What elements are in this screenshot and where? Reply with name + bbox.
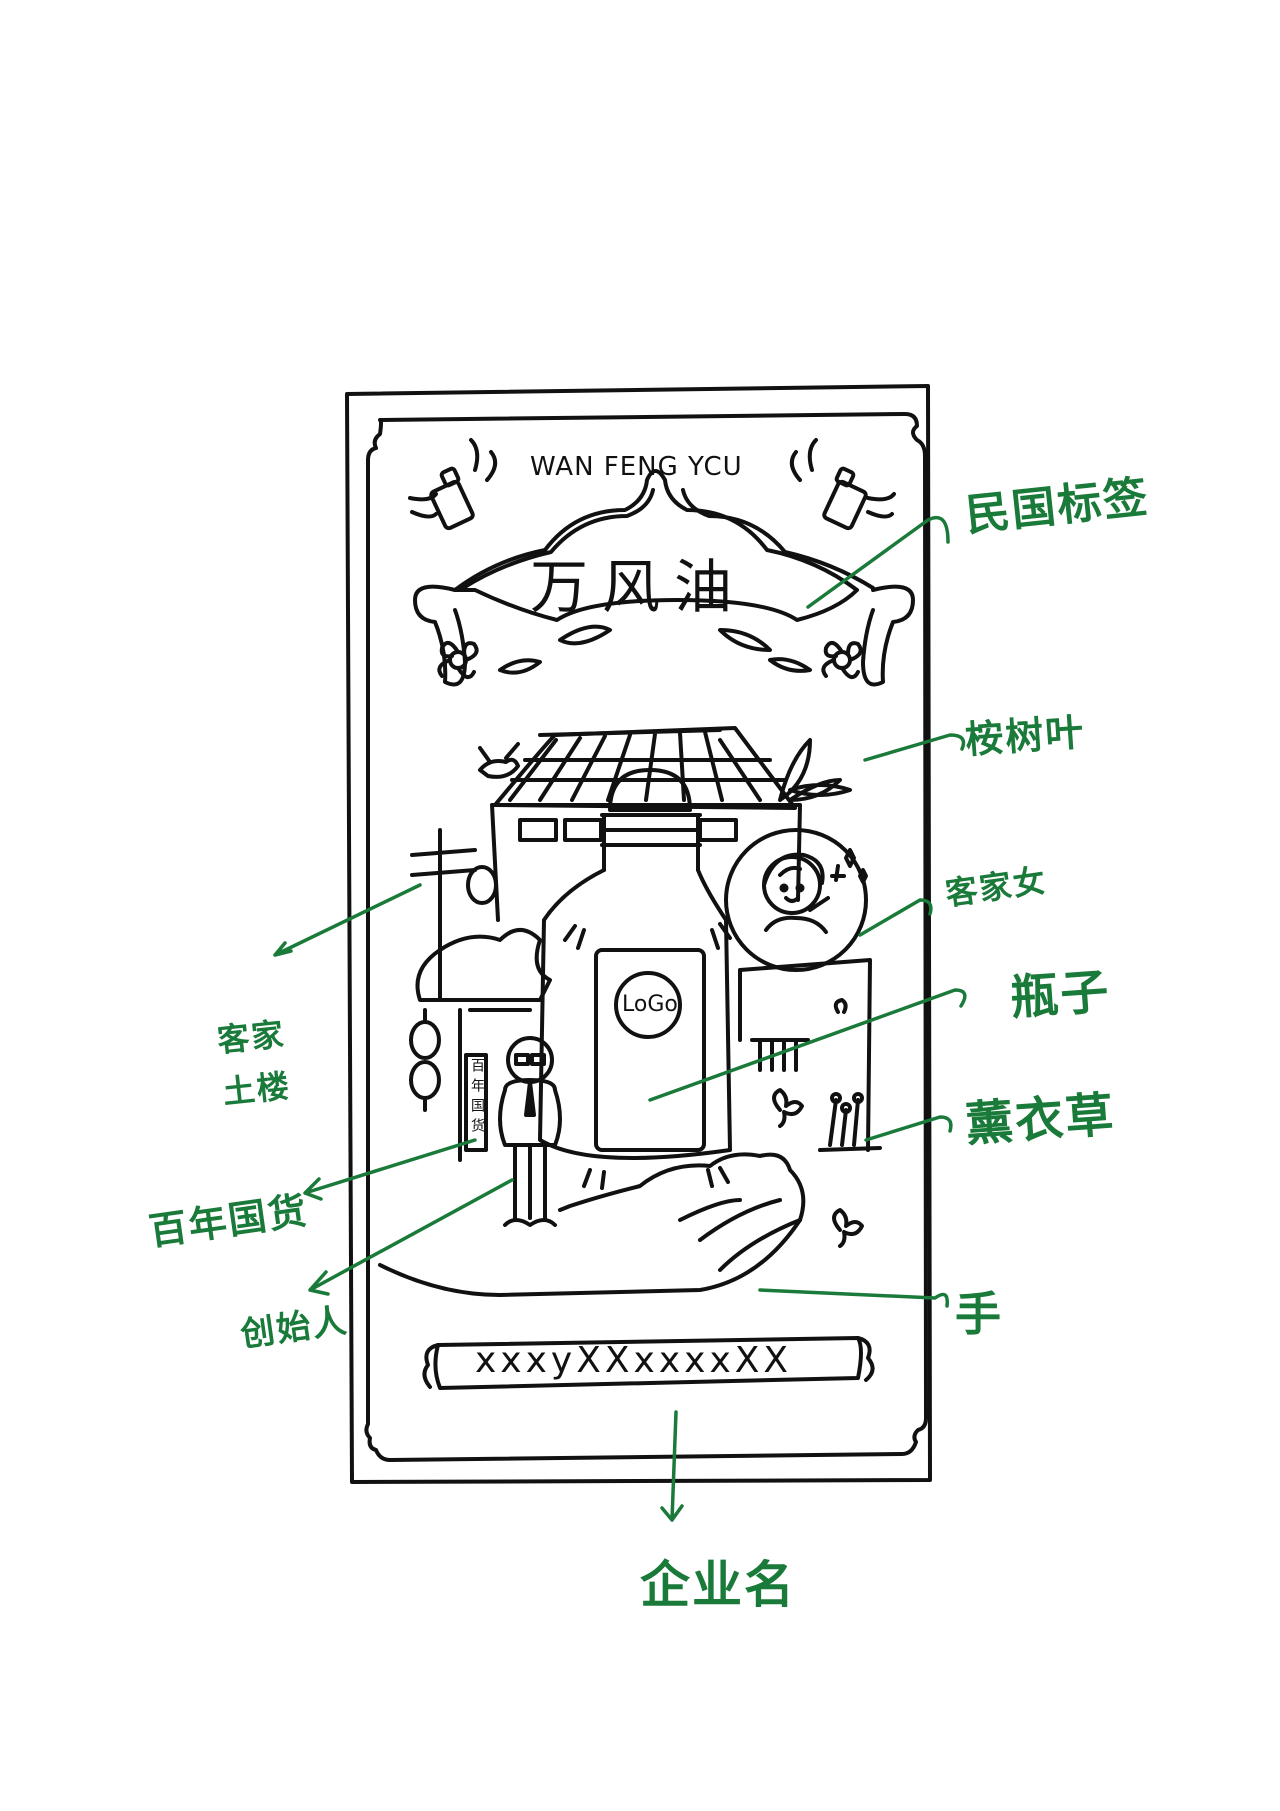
dove-icon	[478, 742, 520, 779]
century-brand-sign	[464, 1053, 488, 1152]
bottle-label	[594, 948, 706, 1152]
bottle-body	[538, 868, 732, 1160]
title-banner	[453, 469, 859, 622]
century-brand-sign-text: 百年国货	[469, 1058, 485, 1138]
small-bottle-right-icon	[789, 438, 896, 531]
tulou-wall	[490, 803, 802, 922]
small-bottle-left-icon	[408, 438, 498, 531]
annotation-arrows	[273, 515, 967, 1522]
eucalyptus-leaf-icon	[778, 738, 852, 802]
annotation-hand: 手	[955, 1287, 1003, 1341]
outer-frame	[345, 384, 932, 1484]
founder-figure	[498, 1036, 562, 1227]
lavender-icon	[818, 1098, 882, 1152]
annotation-bottle: 瓶子	[1008, 963, 1113, 1027]
title-pinyin: WAN FENG YCU	[530, 452, 743, 482]
bottle-logo-circle	[614, 971, 682, 1039]
hand-shape	[378, 1152, 806, 1297]
annotation-eucalyptus-leaf: 桉树叶	[963, 709, 1087, 763]
title-chinese: 万风油	[530, 553, 747, 621]
bottle-cap	[608, 768, 692, 812]
butterfly-icon	[772, 1088, 804, 1128]
hakka-girl-portrait	[724, 828, 868, 972]
company-banner	[433, 1336, 863, 1390]
scroll-right	[861, 584, 915, 687]
inner-frame	[364, 412, 928, 1462]
company-name-placeholder: xxxyXXxxxxXX	[475, 1340, 793, 1381]
annotation-lavender: 薰衣草	[963, 1086, 1118, 1154]
annotation-hakka-tulou: 客家土楼	[215, 1014, 293, 1112]
lantern-icon	[466, 865, 498, 905]
bottle-logo: LoGo	[622, 992, 678, 1017]
annotation-company-name: 企业名	[640, 1556, 796, 1614]
